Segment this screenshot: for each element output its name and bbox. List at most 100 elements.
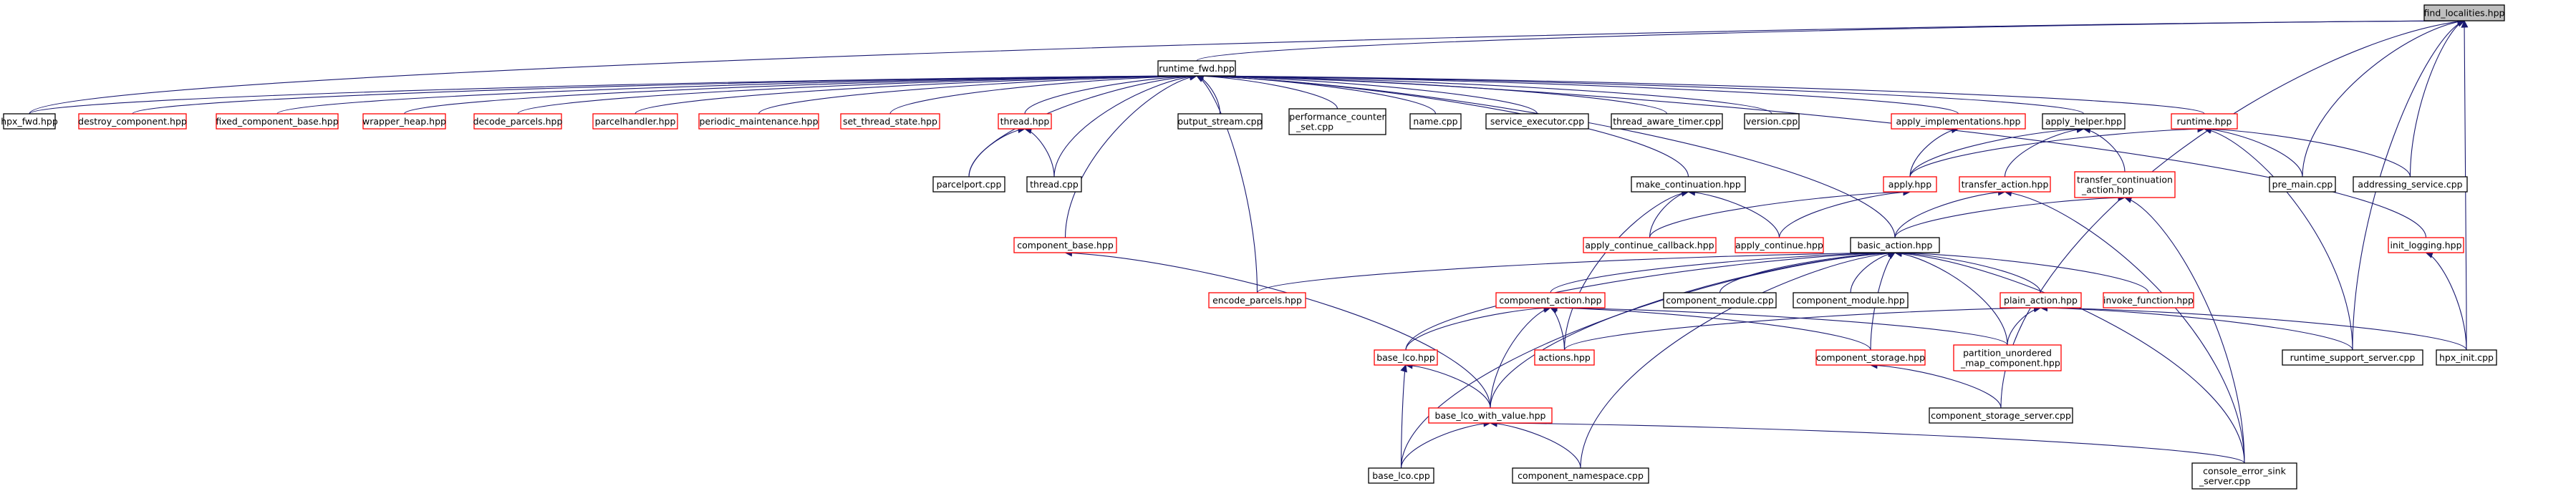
node-label: _map_component.hpp: [1960, 358, 2060, 369]
node-basic-action[interactable]: basic_action.hpp: [1850, 237, 1940, 253]
arrowhead-base_lco: [1400, 364, 1407, 373]
node-wrapper-heap[interactable]: wrapper_heap.hpp: [362, 113, 446, 130]
node-apply-hpp[interactable]: apply.hpp: [1883, 176, 1937, 193]
node-pre-main[interactable]: pre_main.cpp: [2269, 176, 2336, 193]
node-box: [2269, 176, 2336, 193]
node-box: [2423, 4, 2505, 21]
node-apply-helper[interactable]: apply_helper.hpp: [2042, 113, 2126, 130]
node-service-executor[interactable]: service_executor.cpp: [1485, 113, 1589, 130]
node-label: set_thread_state.hpp: [843, 116, 937, 127]
edge-apply_hpp-to-runtime_hpp: [1909, 128, 2205, 178]
edge-decode_parcels-to-runtime_fwd: [517, 75, 1197, 115]
node-label: base_lco.hpp: [1376, 352, 1435, 363]
node-box: [1815, 349, 1926, 366]
node-hpx-init[interactable]: hpx_init.cpp: [2436, 349, 2497, 366]
node-hpx-fwd[interactable]: hpx_fwd.hpp: [1, 113, 58, 130]
node-box: [1744, 113, 1800, 130]
node-destroy-component[interactable]: destroy_component.hpp: [78, 113, 187, 130]
node-encode-parcels[interactable]: encode_parcels.hpp: [1208, 292, 1306, 308]
node-transfer-continuation-action[interactable]: transfer_continuation_action.hpp: [2074, 171, 2176, 198]
node-transfer-action[interactable]: transfer_action.hpp: [1959, 176, 2051, 193]
node-parcelhandler[interactable]: parcelhandler.hpp: [592, 113, 678, 130]
node-apply-continue-callback[interactable]: apply_continue_callback.hpp: [1583, 237, 1717, 253]
edge-parcelport_cpp-to-thread_hpp: [968, 128, 1026, 178]
edge-wrapper_heap-to-runtime_fwd: [403, 75, 1197, 115]
node-box: [3, 113, 56, 130]
node-apply-continue[interactable]: apply_continue.hpp: [1735, 237, 1824, 253]
node-box: [362, 113, 446, 130]
node-thread-cpp[interactable]: thread.cpp: [1026, 176, 1082, 193]
node-component-module-hpp[interactable]: component_module.hpp: [1793, 292, 1909, 308]
node-component-module-cpp[interactable]: component_module.cpp: [1663, 292, 1777, 308]
node-invoke-function[interactable]: invoke_function.hpp: [2103, 292, 2194, 308]
node-base-lco[interactable]: base_lco.hpp: [1374, 349, 1438, 366]
node-label: _action.hpp: [2081, 185, 2134, 195]
node-apply-implementations[interactable]: apply_implementations.hpp: [1891, 113, 2026, 130]
node-label: apply_helper.hpp: [2045, 116, 2122, 127]
node-label: component_storage.hpp: [1816, 352, 1925, 363]
node-base-lco-cpp[interactable]: base_lco.cpp: [1368, 467, 1434, 484]
node-thread-aware-timer[interactable]: thread_aware_timer.cpp: [1611, 113, 1723, 130]
node-label: encode_parcels.hpp: [1212, 295, 1302, 306]
node-component-storage-server[interactable]: component_storage_server.cpp: [1929, 407, 2073, 424]
node-runtime-support-server[interactable]: runtime_support_server.cpp: [2282, 349, 2423, 366]
node-runtime-fwd[interactable]: runtime_fwd.hpp: [1157, 60, 1236, 77]
edge-component_base-to-runtime_fwd: [1064, 75, 1197, 238]
node-periodic-maintenance[interactable]: periodic_maintenance.hpp: [698, 113, 819, 130]
edge-runtime_support_server-to-runtime_hpp: [2204, 128, 2353, 351]
node-component-storage-hpp[interactable]: component_storage.hpp: [1815, 349, 1926, 366]
node-addressing-service[interactable]: addressing_service.cpp: [2353, 176, 2468, 193]
node-component-action[interactable]: component_action.hpp: [1495, 292, 1606, 308]
edge-output_stream-to-runtime_fwd: [1196, 75, 1221, 115]
node-box: [1157, 60, 1236, 77]
edge-pre_main-to-find_localities: [2302, 20, 2465, 178]
node-parcelport-cpp[interactable]: parcelport.cpp: [932, 176, 1005, 193]
node-runtime-hpp[interactable]: runtime.hpp: [2171, 113, 2238, 130]
node-set-thread-state[interactable]: set_thread_state.hpp: [840, 113, 940, 130]
node-performance-counter-set[interactable]: performance_counter_set.cpp: [1288, 108, 1386, 135]
edge-component_namespace-to-basic_action: [1580, 252, 1896, 469]
node-label: _server.cpp: [2199, 476, 2250, 487]
node-label: apply_implementations.hpp: [1896, 116, 2021, 127]
node-output-stream[interactable]: output_stream.cpp: [1177, 113, 1263, 130]
node-box: [1663, 292, 1777, 308]
node-label: addressing_service.cpp: [2358, 179, 2462, 190]
node-base-lco-with-value[interactable]: base_lco_with_value.hpp: [1428, 407, 1553, 424]
node-label: component_namespace.cpp: [1518, 470, 1644, 481]
node-box: [1883, 176, 1937, 193]
node-box: [1374, 349, 1438, 366]
node-component-base[interactable]: component_base.hpp: [1013, 237, 1117, 253]
node-thread-hpp[interactable]: thread.hpp: [998, 113, 1052, 130]
edge-hpx_fwd-to-find_localities: [29, 20, 2465, 115]
node-console-error-sink-server[interactable]: console_error_sink_server.cpp: [2191, 462, 2297, 490]
node-decode-parcels[interactable]: decode_parcels.hpp: [473, 113, 563, 130]
node-label: apply_continue.hpp: [1735, 240, 1823, 251]
node-box: [1999, 292, 2082, 308]
node-partition-unordered-map[interactable]: partition_unordered_map_component.hpp: [1953, 344, 2062, 371]
node-plain-action[interactable]: plain_action.hpp: [1999, 292, 2082, 308]
edge-component_namespace-to-base_lco_with_value: [1490, 422, 1581, 469]
edge-apply_continue-to-make_continuation: [1688, 191, 1780, 238]
node-label: component_module.hpp: [1796, 295, 1905, 306]
node-label: component_storage_server.cpp: [1931, 410, 2071, 421]
node-label: init_logging.hpp: [2390, 240, 2461, 251]
node-make-continuation[interactable]: make_continuation.hpp: [1631, 176, 1746, 193]
node-box: [1959, 176, 2051, 193]
node-name-cpp[interactable]: name.cpp: [1409, 113, 1462, 130]
node-label: fixed_component_base.hpp: [216, 116, 338, 127]
node-init-logging[interactable]: init_logging.hpp: [2388, 237, 2464, 253]
node-version-cpp[interactable]: version.cpp: [1744, 113, 1800, 130]
edge-base_lco_with_value-to-component_action: [1490, 307, 1551, 409]
node-actions-hpp[interactable]: actions.hpp: [1534, 349, 1595, 366]
edge-partition_unordered_map-to-plain_action: [2007, 307, 2041, 346]
node-find-localities[interactable]: find_localities.hpp: [2423, 4, 2505, 21]
node-box: [1929, 407, 2073, 424]
node-fixed-component-base[interactable]: fixed_component_base.hpp: [216, 113, 339, 130]
edge-hpx_fwd-to-runtime_fwd: [29, 75, 1197, 115]
node-component-namespace[interactable]: component_namespace.cpp: [1512, 467, 1649, 484]
edge-partition_unordered_map-to-basic_action: [1894, 252, 2008, 346]
node-label: thread_aware_timer.cpp: [1613, 116, 1721, 127]
arrowhead-find_localities: [2461, 19, 2469, 28]
node-box: [1631, 176, 1746, 193]
